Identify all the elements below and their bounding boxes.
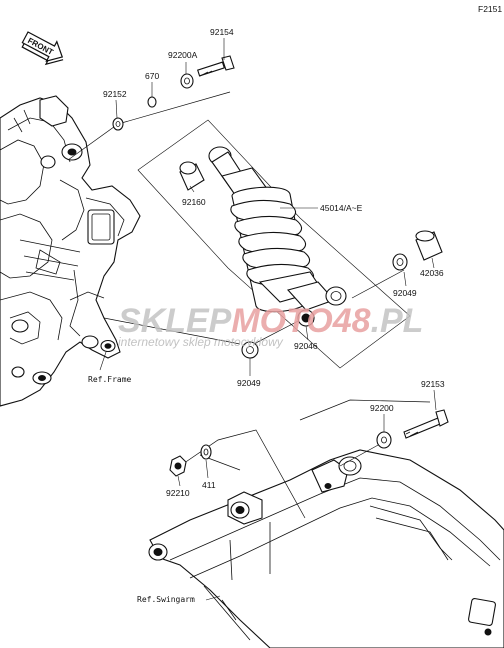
watermark-tagline: internetowy sklep motocyklowy [118,335,284,349]
bushing-92160-icon [179,161,205,191]
bolt-92154-icon [197,55,235,77]
watermark: SKLEPMOTO48.PL internetowy sklep motocyk… [118,302,423,349]
label-92049-right: 92049 [393,288,417,298]
label-42036: 42036 [420,268,444,278]
label-92154: 92154 [210,27,234,37]
watermark-brand-part-a: SKLEP [118,302,232,340]
label-92200: 92200 [370,403,394,413]
diagram-code: F2151 [478,4,502,14]
seal-92049-right-icon [392,253,408,271]
bearing-92046-icon [297,309,315,327]
label-92152: 92152 [103,89,127,99]
shock-absorber-45014-icon [208,146,347,313]
bolt-92153-icon [403,409,449,439]
watermark-brand-part-d: .PL [371,302,424,340]
washer-411-icon [200,444,212,460]
nut-92210-icon [169,455,187,477]
washer-92200-icon [376,431,392,449]
label-45014: 45014/A~E [320,203,363,213]
watermark-brand-part-c: 48 [332,302,371,340]
washer-92200a-icon [180,73,194,89]
frame-illustration [0,95,141,407]
watermark-brand-part-b: MOTO [231,302,332,340]
collar-92152-icon [112,117,124,131]
sleeve-42036-icon [415,230,443,261]
leader-lines [99,38,437,601]
label-92200a: 92200A [168,50,198,60]
label-92153: 92153 [421,379,445,389]
guide-lines [67,91,431,519]
label-92160: 92160 [182,197,206,207]
label-92049-left: 92049 [237,378,261,388]
front-arrow-icon: FRONT [21,31,64,66]
circlip-670-icon [147,96,157,108]
label-ref-swingarm: Ref.Swingarm [137,595,195,604]
label-670: 670 [145,71,159,81]
label-ref-frame: Ref.Frame [88,375,132,384]
watermark-brand: SKLEPMOTO48.PL [118,302,423,340]
swingarm-illustration [148,449,504,648]
label-411: 411 [202,480,216,490]
label-92210: 92210 [166,488,190,498]
label-92046: 92046 [294,341,318,351]
